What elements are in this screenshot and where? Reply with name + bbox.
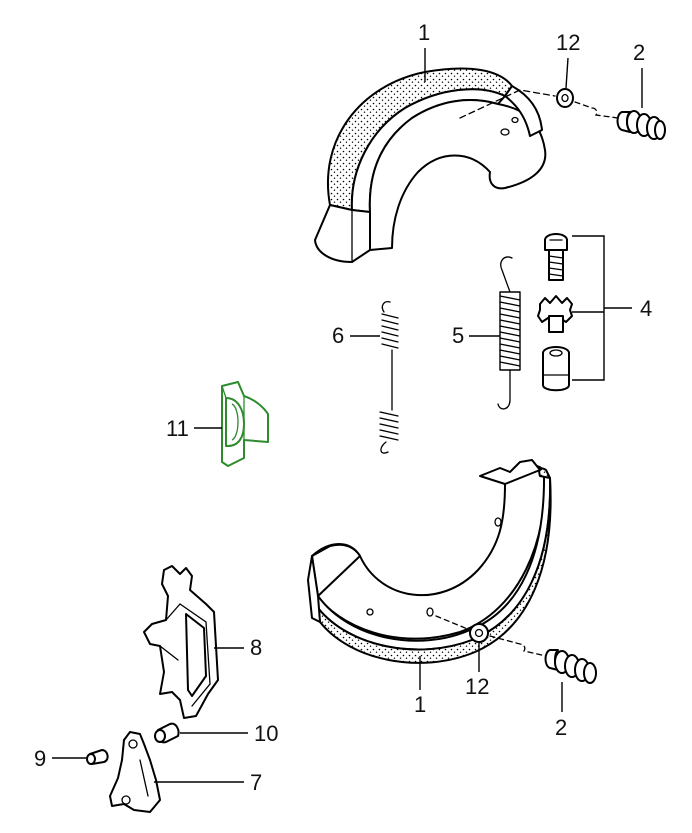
lever — [109, 731, 161, 813]
spring-cup-bottom — [544, 649, 597, 684]
bracket-adjuster — [572, 235, 605, 381]
leader-washer-top — [565, 57, 569, 89]
brake-shoe-bottom — [307, 459, 552, 664]
label-brake-shoe-bottom: 1 — [414, 692, 426, 717]
axis-line-top — [459, 89, 556, 119]
washer-bottom — [469, 623, 489, 643]
spring-cup-top — [616, 110, 666, 140]
label-bushing: 10 — [254, 721, 278, 746]
adjuster-wheel — [537, 295, 573, 333]
label-lever-plate: 8 — [250, 635, 262, 660]
adjuster-sleeve — [542, 346, 570, 392]
label-brake-shoe-top: 1 — [418, 20, 430, 45]
label-pin: 9 — [34, 746, 46, 771]
bushing — [154, 722, 180, 744]
label-lever: 7 — [250, 770, 262, 795]
label-washer-bottom: 12 — [465, 674, 489, 699]
return-spring-short — [379, 300, 399, 454]
label-adjuster: 4 — [640, 296, 652, 321]
pin — [86, 749, 109, 765]
label-clip: 11 — [166, 416, 189, 441]
adjuster-screw — [544, 233, 568, 281]
brake-shoe-top — [314, 67, 547, 263]
label-return-spring-short: 6 — [332, 323, 344, 348]
clip — [221, 381, 269, 467]
lever-plate — [143, 565, 219, 719]
label-washer-top: 12 — [556, 30, 580, 55]
return-spring-long — [497, 256, 521, 410]
washer-top — [556, 88, 574, 108]
label-spring-cup-bottom: 2 — [555, 715, 567, 740]
label-spring-cup-top: 2 — [633, 40, 645, 65]
label-return-spring-long: 5 — [452, 323, 464, 348]
